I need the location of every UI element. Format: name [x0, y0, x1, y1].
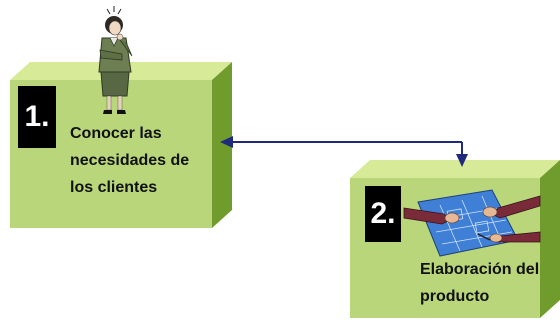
step-1-title-line: los clientes	[70, 179, 158, 196]
arrowhead-down	[456, 154, 468, 167]
step-1-box-side	[212, 62, 232, 228]
step-2-title-line: Elaboración del	[420, 261, 540, 278]
businesswoman-thinking-icon	[98, 6, 133, 114]
step-1-title: Conocer las necesidades de los clientes	[70, 120, 210, 201]
step-2-box-top	[350, 160, 560, 178]
step-1-number: 1.	[18, 86, 56, 148]
connector-arrow	[220, 136, 468, 167]
step-1-title-line: Conocer las	[70, 125, 162, 142]
step-2-title: Elaboración del producto	[420, 256, 560, 310]
step-2-title-line: producto	[420, 288, 490, 305]
arrowhead-left	[220, 136, 233, 148]
step-2-box-side	[540, 160, 560, 318]
step-1-title-line: necesidades de	[70, 152, 190, 169]
step-2-number: 2.	[365, 186, 401, 242]
blueprint-handshake-icon	[403, 189, 541, 257]
